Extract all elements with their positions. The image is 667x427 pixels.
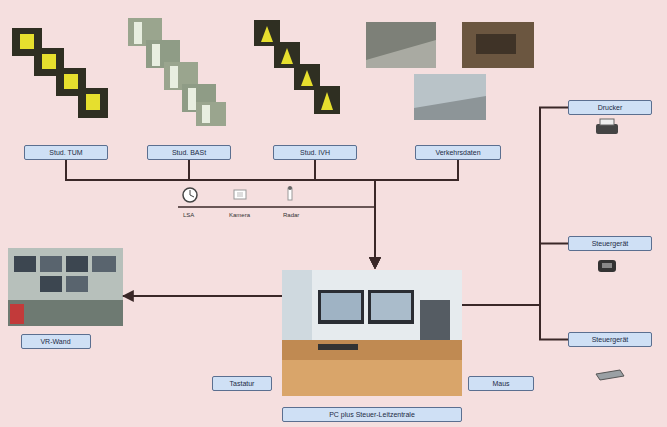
device-label: Tastatur — [212, 376, 272, 391]
output-box: Drucker — [568, 100, 652, 140]
node-label: Steuergerät — [568, 332, 652, 347]
workstation-box: PC plus Steuer-Leitzentrale — [282, 268, 462, 422]
node-label: Verkehrsdaten — [415, 145, 501, 160]
pedestrian-images — [254, 20, 340, 114]
node-label: Drucker — [568, 100, 652, 115]
output-box: Steuergerät — [568, 236, 652, 276]
display-box: VR-Wand — [8, 248, 123, 349]
sensor-label: Kamera — [228, 211, 251, 219]
device-label: Maus — [468, 376, 534, 391]
source-box: Stud. TUM — [10, 18, 122, 160]
signal-images — [12, 28, 108, 118]
source-box: Stud. BASt — [125, 16, 253, 160]
sensor-wiring — [178, 206, 375, 208]
vr-wall-photo — [8, 248, 123, 326]
node-label: Stud. TUM — [24, 145, 108, 160]
sensor-icons — [183, 186, 292, 202]
workstation-photo — [282, 270, 462, 396]
connector — [66, 160, 375, 268]
node-label: PC plus Steuer-Leitzentrale — [282, 407, 462, 422]
node-label: Stud. BASt — [147, 145, 231, 160]
road-photos — [366, 22, 534, 120]
node-label: Steuergerät — [568, 236, 652, 251]
node-label: Tastatur — [212, 376, 272, 391]
node-label: Stud. IVH — [273, 145, 357, 160]
camera-images — [128, 18, 226, 126]
sensor-label: Radar — [282, 211, 300, 219]
node-label: VR-Wand — [21, 334, 91, 349]
node-label: Maus — [468, 376, 534, 391]
connector — [375, 160, 458, 268]
connector — [123, 295, 282, 297]
connector — [462, 305, 568, 340]
source-box: Stud. IVH — [255, 16, 375, 160]
connector — [315, 160, 375, 268]
output-box: Steuergerät — [568, 332, 652, 384]
connector — [189, 160, 375, 268]
sensor-label: LSA — [182, 211, 195, 219]
source-box: Verkehrsdaten — [378, 18, 538, 160]
connector — [462, 244, 568, 306]
connector — [462, 108, 568, 306]
